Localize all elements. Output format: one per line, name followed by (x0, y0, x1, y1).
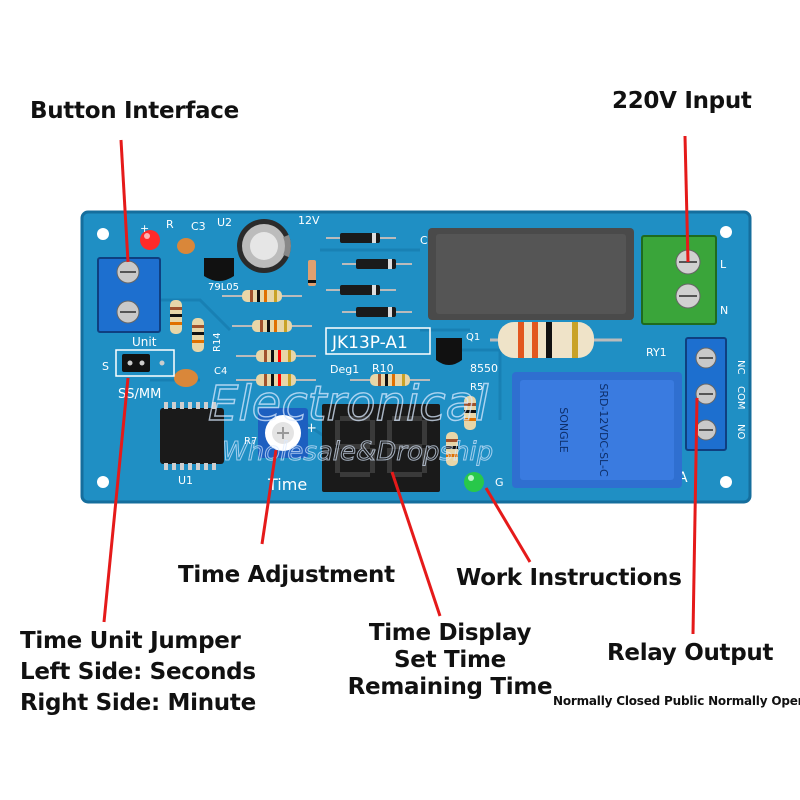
terminal-mark-nc: NC (735, 360, 746, 374)
ic-chip (160, 402, 224, 470)
label-time-display-line1: Time Display (368, 620, 532, 646)
label-time-unit-jumper-line1: Time Unit Jumper (20, 628, 241, 654)
silk-c3: C3 (191, 220, 206, 233)
mount-hole (97, 228, 109, 240)
silk-r7: R7 (244, 436, 257, 447)
mount-hole (720, 476, 732, 488)
ceramic-capacitor (177, 238, 195, 254)
seven-segment-display (322, 404, 440, 492)
unit-label: Unit (132, 335, 157, 349)
mount-hole (97, 476, 109, 488)
arrow-time-unit-jumper (102, 377, 130, 623)
relay-brand: SONGLE (557, 407, 570, 453)
label-time-display: Time Display Set Time Remaining Time (340, 620, 560, 701)
silk-ry1: RY1 (646, 346, 667, 359)
label-relay-terminals: Normally Closed Public Normally Open (553, 694, 800, 708)
label-220v-input: 220V Input (612, 88, 752, 114)
x-capacitor (428, 228, 634, 320)
silk-r14: R14 (212, 332, 223, 352)
terminal-mark-com: COM (735, 386, 746, 409)
silk-c4: C4 (214, 366, 227, 377)
label-time-unit-jumper-line3: Right Side: Minute (20, 690, 256, 716)
label-time-unit-jumper-line2: Left Side: Seconds (20, 659, 256, 685)
input-terminal (641, 235, 717, 325)
voltage-regulator (204, 258, 234, 281)
arrow-time-display (390, 471, 442, 617)
resistor-group (170, 290, 476, 466)
model-label: JK13P-A1 (331, 333, 408, 353)
silk-q-part: 8550 (470, 362, 498, 375)
unit-jumper (115, 349, 175, 377)
arrow-button-interface (119, 139, 130, 263)
silk-g: G (495, 476, 504, 489)
watermark-line2: Wholesale&Dropship (222, 437, 493, 467)
silk-reg: 79L05 (208, 282, 239, 293)
relay-marking: SRD-12VDC-SL-C (597, 383, 610, 477)
red-led (140, 230, 160, 250)
label-time-unit-jumper: Time Unit Jumper Left Side: Seconds Righ… (20, 626, 256, 719)
silk-12v: 12V (298, 214, 320, 227)
silk-s: S (102, 360, 109, 373)
mount-hole (720, 226, 732, 238)
label-work-instructions: Work Instructions (456, 565, 682, 591)
input-mark-n: N (720, 304, 728, 317)
label-time-display-line2: Set Time (394, 647, 506, 673)
electrolytic-capacitor (237, 219, 291, 273)
time-label: Time (267, 475, 307, 494)
relay (512, 372, 682, 488)
jumper-label: SS/MM (118, 387, 161, 402)
green-led (464, 472, 484, 492)
watermark-line1: Electronical (208, 376, 489, 432)
silk-plus: + (140, 222, 149, 235)
input-mark-l: L (720, 258, 727, 271)
ceramic-capacitor (174, 369, 198, 387)
silk-r5b: R5 (470, 382, 483, 393)
label-time-display-line3: Remaining Time (347, 674, 553, 700)
arrow-time-adjustment (260, 449, 278, 545)
silk-plus2: + (306, 421, 317, 436)
arrow-220v-input (683, 135, 690, 263)
arrow-work-instructions (484, 487, 532, 563)
label-time-adjustment: Time Adjustment (178, 562, 395, 588)
label-relay-output: Relay Output (607, 640, 774, 666)
silk-u2: U2 (217, 216, 232, 229)
power-resistor (490, 322, 622, 358)
annotation-arrows (102, 135, 699, 635)
model-label-box (325, 327, 431, 355)
terminal-mark-no: NO (735, 424, 746, 439)
time-potentiometer (258, 408, 308, 458)
silk-r: R (166, 218, 174, 231)
arrow-relay-output (691, 397, 699, 635)
transistor (436, 338, 462, 365)
deg-label: Deg1 (330, 363, 359, 376)
silk-q1: Q1 (466, 332, 480, 343)
silk-r10: R10 (372, 362, 394, 375)
relay-output-terminal (685, 337, 727, 451)
diode-group (308, 233, 412, 317)
silk-u1: U1 (178, 474, 193, 487)
label-button-interface: Button Interface (30, 98, 239, 124)
silk-a: A (678, 470, 688, 486)
button-interface-terminal (97, 257, 161, 333)
